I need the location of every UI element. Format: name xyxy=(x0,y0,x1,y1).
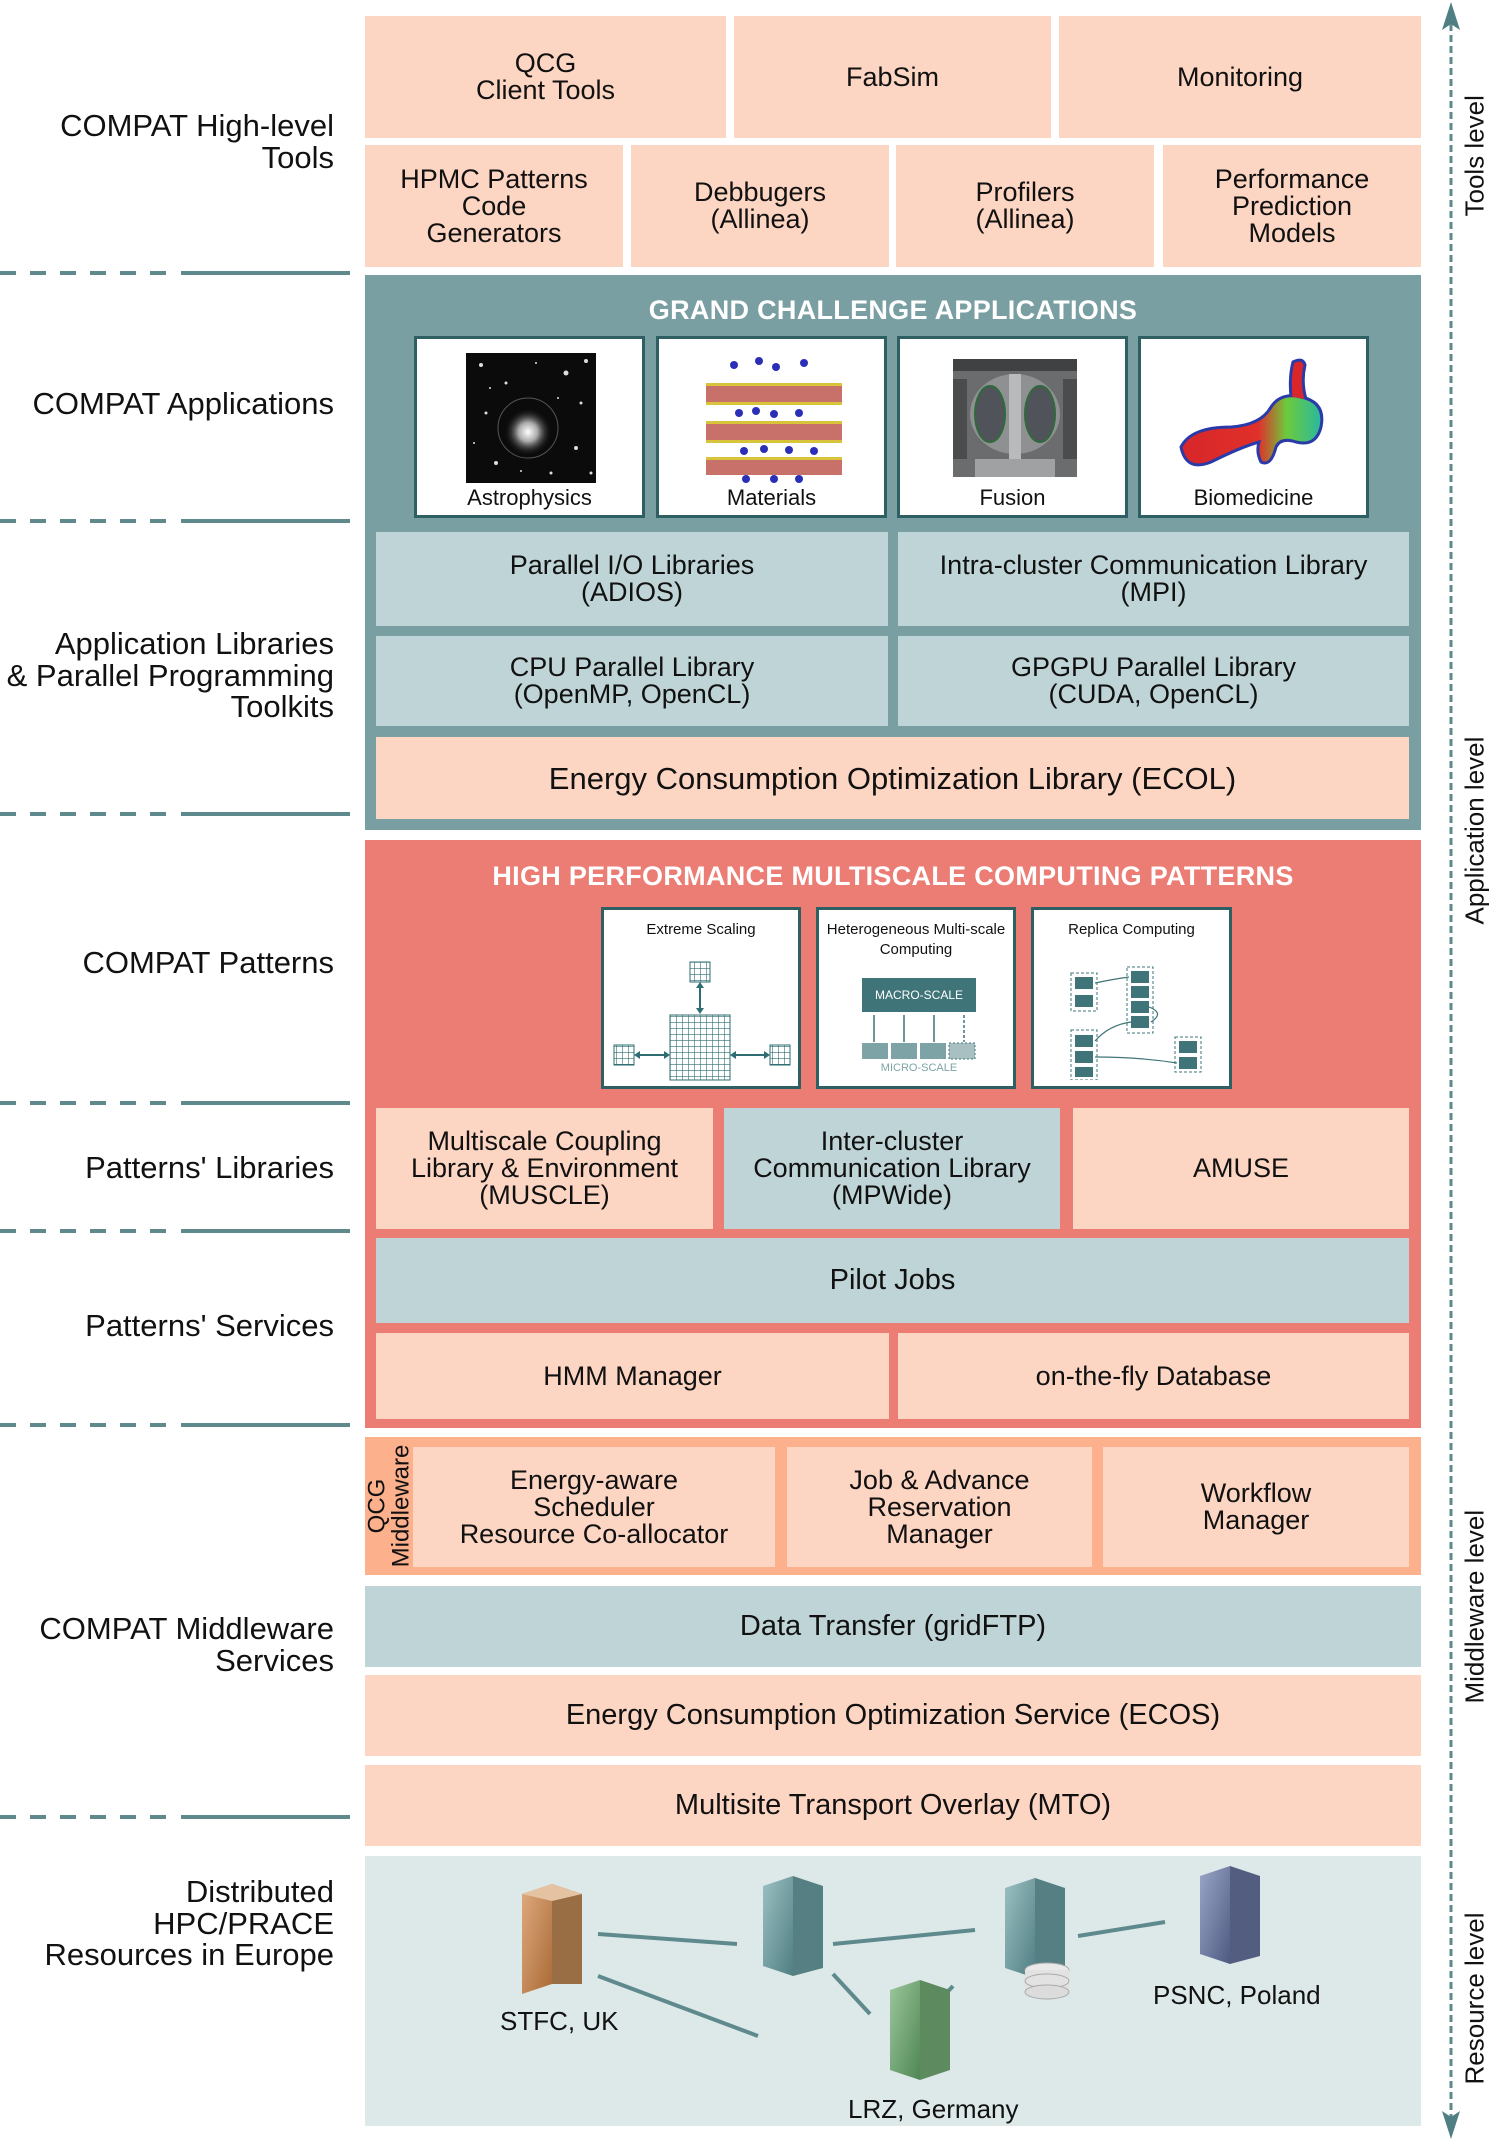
label-patterns: COMPAT Patterns xyxy=(82,945,334,980)
replica-diagram-icon xyxy=(1070,966,1202,1080)
patterns-title: HIGH PERFORMANCE MULTISCALE COMPUTING PA… xyxy=(492,861,1294,891)
tool-hpmc-code-generators[interactable]: HPMC Patterns Code Generators xyxy=(365,145,623,267)
separator-tools-applications xyxy=(0,271,350,275)
lib-ecol[interactable]: Energy Consumption Optimization Library … xyxy=(376,737,1409,819)
resources-panel: STFC, UK LRZ, Germany PSNC, Poland xyxy=(365,1856,1421,2126)
pattern-heterogeneous-multiscale[interactable]: Heterogeneous Multi-scale Computing MACR… xyxy=(816,907,1016,1089)
grid-scaling-diagram-icon xyxy=(613,961,791,1081)
database-icon xyxy=(1024,1962,1070,2000)
label-patterns-services: Patterns' Services xyxy=(85,1308,334,1343)
pattern-replica-computing[interactable]: Replica Computing xyxy=(1031,907,1232,1089)
server-psnc xyxy=(1200,1866,1260,1964)
pattern-label: Extreme Scaling xyxy=(646,921,756,938)
pattern-extreme-scaling[interactable]: Extreme Scaling xyxy=(601,907,801,1089)
label-applications: COMPAT Applications xyxy=(32,386,334,421)
separator-libraries-patterns xyxy=(0,812,350,816)
middleware-workflow-manager[interactable]: Workflow Manager xyxy=(1103,1447,1409,1567)
separator-middleware-resources xyxy=(0,1815,350,1819)
level-application: Application level xyxy=(1459,736,1490,925)
middleware-data-transfer[interactable]: Data Transfer (gridFTP) xyxy=(365,1586,1421,1667)
level-axis-arrow-icon xyxy=(1442,2,1460,2139)
separator-applications-libraries xyxy=(0,519,350,523)
lib-gpgpu-parallel[interactable]: GPGPU Parallel Library (CUDA, OpenCL) xyxy=(898,636,1409,726)
tool-monitoring[interactable]: Monitoring xyxy=(1059,16,1421,138)
tokamak-image-icon xyxy=(953,359,1077,477)
tool-debuggers[interactable]: Debbugers (Allinea) xyxy=(631,145,889,267)
macro-scale-block: MACRO-SCALE xyxy=(862,978,976,1012)
separator-libraries-services xyxy=(0,1229,350,1233)
grand-challenge-title: GRAND CHALLENGE APPLICATIONS xyxy=(648,295,1138,325)
crystal-lattice-image-icon xyxy=(706,357,842,483)
middleware-mto[interactable]: Multisite Transport Overlay (MTO) xyxy=(365,1765,1421,1846)
resource-network-icon xyxy=(522,1866,1260,2080)
pilot-jobs[interactable]: Pilot Jobs xyxy=(376,1238,1409,1323)
lib-cpu-parallel[interactable]: CPU Parallel Library (OpenMP, OpenCL) xyxy=(376,636,888,726)
app-label: Biomedicine xyxy=(1193,485,1314,510)
label-application-libraries: Application Libraries & Parallel Program… xyxy=(6,626,334,725)
macro-micro-arrows-icon xyxy=(862,1015,976,1060)
middleware-energy-aware-scheduler[interactable]: Energy-aware Scheduler Resource Co-alloc… xyxy=(413,1447,775,1567)
tool-qcg-client-tools[interactable]: QCG Client Tools xyxy=(365,16,726,138)
label-patterns-libraries: Patterns' Libraries xyxy=(85,1150,334,1185)
middleware-job-reservation-manager[interactable]: Job & Advance Reservation Manager xyxy=(787,1447,1092,1567)
server-teal-1 xyxy=(763,1876,823,1976)
qcg-middleware-label: QCG Middleware xyxy=(363,1437,414,1575)
micro-scale-label: MICRO-SCALE xyxy=(880,1062,958,1074)
label-high-level-tools: COMPAT High-level Tools xyxy=(60,108,334,175)
separator-services-middleware xyxy=(0,1423,350,1427)
service-hmm-manager[interactable]: HMM Manager xyxy=(376,1333,889,1419)
lib-parallel-io[interactable]: Parallel I/O Libraries (ADIOS) xyxy=(376,532,888,626)
label-middleware-services: COMPAT Middleware Services xyxy=(39,1611,334,1678)
patterns-lib-amuse[interactable]: AMUSE xyxy=(1073,1108,1409,1229)
app-label: Materials xyxy=(726,485,817,510)
lib-intra-cluster-communication[interactable]: Intra-cluster Communication Library (MPI… xyxy=(898,532,1409,626)
service-on-the-fly-database[interactable]: on-the-fly Database xyxy=(898,1333,1409,1419)
site-stfc-uk[interactable]: STFC, UK xyxy=(500,2006,619,2036)
tool-profilers[interactable]: Profilers (Allinea) xyxy=(896,145,1154,267)
app-astrophysics[interactable]: Astrophysics xyxy=(414,336,645,518)
pattern-label: Heterogeneous Multi-scale Computing xyxy=(826,921,1006,958)
app-biomedicine[interactable]: Biomedicine xyxy=(1138,336,1369,518)
tool-performance-prediction[interactable]: Performance Prediction Models xyxy=(1163,145,1421,267)
patterns-lib-muscle[interactable]: Multiscale Coupling Library & Environmen… xyxy=(376,1108,713,1229)
level-tools: Tools level xyxy=(1459,95,1490,217)
galaxy-image-icon xyxy=(466,353,596,483)
label-resources: Distributed HPC/PRACE Resources in Europ… xyxy=(44,1874,335,1973)
separator-patterns-libraries xyxy=(0,1101,350,1105)
middleware-ecos[interactable]: Energy Consumption Optimization Service … xyxy=(365,1675,1421,1756)
level-resource: Resource level xyxy=(1459,1912,1490,2085)
pattern-label: Replica Computing xyxy=(1068,921,1195,938)
app-label: Astrophysics xyxy=(467,485,592,510)
level-middleware: Middleware level xyxy=(1459,1509,1490,1704)
patterns-lib-mpwide[interactable]: Inter-cluster Communication Library (MPW… xyxy=(724,1108,1060,1229)
app-label: Fusion xyxy=(979,485,1046,510)
blood-vessel-image-icon xyxy=(1179,358,1324,467)
server-lrz xyxy=(890,1980,950,2080)
app-fusion[interactable]: Fusion xyxy=(897,336,1128,518)
server-stfc xyxy=(522,1884,582,1994)
qcg-middleware-label-text: QCG Middleware xyxy=(363,1444,414,1568)
app-materials[interactable]: Materials xyxy=(656,336,887,518)
tool-fabsim[interactable]: FabSim xyxy=(734,16,1051,138)
site-psnc-poland[interactable]: PSNC, Poland xyxy=(1153,1980,1321,2010)
server-teal-2 xyxy=(1005,1878,1065,1978)
site-lrz-germany[interactable]: LRZ, Germany xyxy=(848,2094,1019,2124)
